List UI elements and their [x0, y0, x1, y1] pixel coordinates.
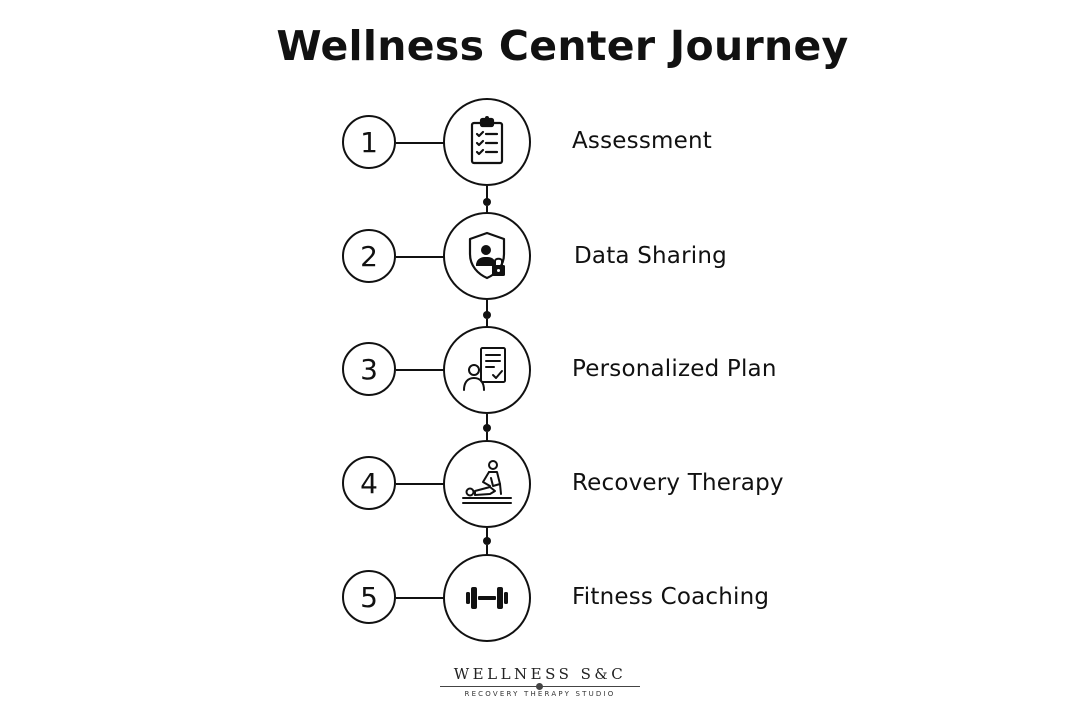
logo-divider — [440, 683, 640, 690]
page-title: Wellness Center Journey — [276, 22, 849, 70]
massage-therapy-icon — [462, 460, 512, 504]
step-label-1: Assessment — [572, 128, 712, 154]
step-icon-circle-5 — [443, 554, 531, 642]
vertical-connector-1b — [486, 206, 488, 214]
vertical-connector-3 — [486, 414, 488, 426]
studio-logo: WELLNESS S&C RECOVERY THERAPY STUDIO — [440, 665, 640, 698]
step-label-5: Fitness Coaching — [572, 584, 770, 610]
step-connector-4 — [396, 483, 444, 485]
vertical-connector-2 — [486, 300, 488, 312]
vertical-connector-1 — [486, 186, 488, 200]
step-icon-circle-4 — [443, 440, 531, 528]
vertical-connector-4 — [486, 528, 488, 538]
step-label-3: Personalized Plan — [572, 356, 777, 382]
connector-dot-2 — [483, 311, 491, 319]
clipboard-checklist-icon — [470, 116, 504, 165]
logo-tagline: RECOVERY THERAPY STUDIO — [464, 690, 616, 698]
step-connector-5 — [396, 597, 444, 599]
vertical-connector-3b — [486, 432, 488, 441]
step-number-1: 1 — [342, 115, 396, 169]
logo-name: WELLNESS S&C — [453, 665, 627, 683]
step-number-2: 2 — [342, 229, 396, 283]
dumbbell-icon — [466, 587, 508, 609]
step-connector-1 — [396, 142, 444, 144]
step-number-4: 4 — [342, 456, 396, 510]
step-label-2: Data Sharing — [574, 243, 727, 269]
step-number-5: 5 — [342, 570, 396, 624]
vertical-connector-2b — [486, 319, 488, 328]
person-document-check-icon — [463, 347, 506, 391]
step-connector-2 — [396, 256, 444, 258]
connector-dot-4 — [483, 537, 491, 545]
step-icon-circle-2 — [443, 212, 531, 300]
shield-user-lock-icon — [468, 231, 506, 280]
step-connector-3 — [396, 369, 444, 371]
step-label-4: Recovery Therapy — [572, 470, 784, 496]
connector-dot-1 — [483, 198, 491, 206]
step-icon-circle-1 — [443, 98, 531, 186]
connector-dot-3 — [483, 424, 491, 432]
step-icon-circle-3 — [443, 326, 531, 414]
vertical-connector-4b — [486, 545, 488, 556]
step-number-3: 3 — [342, 342, 396, 396]
